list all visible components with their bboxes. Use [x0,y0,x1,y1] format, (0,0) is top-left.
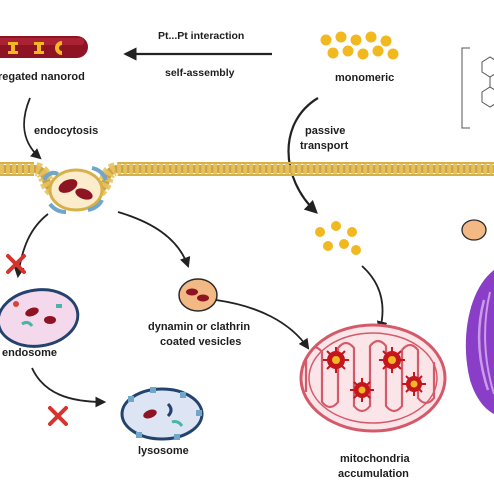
passive-transport-label-2: transport [300,140,349,152]
mito-label-2: accumulation [338,468,409,480]
passive-transport-arrow [287,97,319,214]
vesicles-label-1: dynamin or clathrin [148,321,250,333]
small-vesicle-right-icon [461,219,487,241]
mito-label-1: mitochondria [340,453,411,465]
golgi-nucleus-icon [465,270,494,414]
clathrin-icon [48,202,67,214]
lysosome-label: lysosome [138,445,189,457]
monomer-to-mito-arrow [361,265,388,333]
aggregated-nanorod-label: regated nanorod [0,71,85,83]
vesicle-arrow [117,211,191,269]
monomeric-label: monomeric [335,72,394,84]
endocytic-pit [42,166,108,214]
clathrin-icon [42,170,59,182]
coated-vesicle-icon [178,278,218,312]
aggregated-nanorod-icon [0,36,88,58]
passive-transport-label-1: passive [305,125,345,137]
nanorod-icon [58,179,78,193]
chemical-structure-icon [461,47,494,129]
nanorod-icon [75,188,93,200]
monomer-dots-top [320,31,399,60]
endosome-label: endosome [2,347,57,359]
mitochondria-icon [299,323,447,433]
lysosome-icon [120,387,204,441]
vesicles-label-2: coated vesicles [160,336,241,348]
endosome-arrow [13,213,49,279]
self-assembly-label: self-assembly [165,67,235,79]
endocytosis-label: endocytosis [34,125,98,137]
clathrin-icon [91,166,108,181]
blocked-cross-icon-2 [48,406,68,426]
clathrin-icon [87,199,104,212]
endocytosis-arrow [23,97,42,160]
monomer-dots-cell [315,221,361,255]
accumulated-nanorods-icon [323,347,426,402]
lysosome-arrow [31,367,107,408]
blocked-cross-icon [6,254,26,274]
endosome-icon [0,288,80,348]
pt-interaction-label: Pt...Pt interaction [158,30,244,42]
vesicle-to-mito-arrow [215,299,310,350]
